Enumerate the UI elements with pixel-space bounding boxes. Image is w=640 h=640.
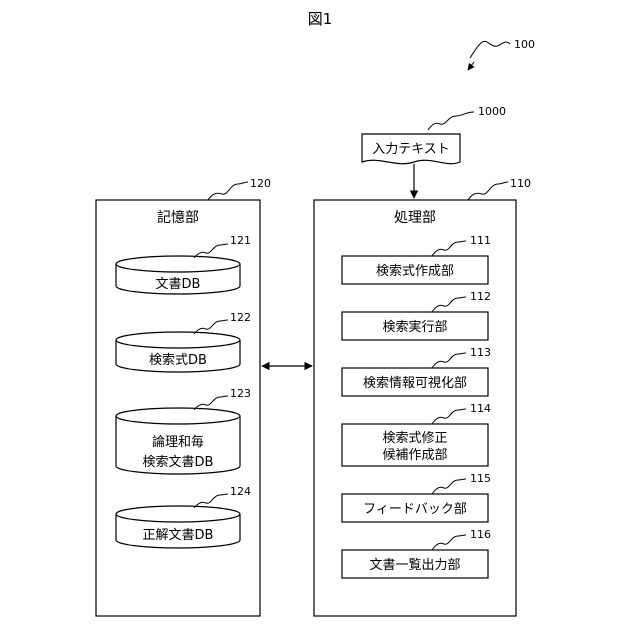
ref-leader-120 bbox=[208, 182, 248, 200]
ref-label-110: 110 bbox=[510, 177, 531, 190]
ref-arrow-100 bbox=[468, 62, 474, 70]
storage-title: 記憶部 bbox=[157, 209, 199, 226]
unit-ref: 111 bbox=[470, 234, 491, 247]
unit-ref: 112 bbox=[470, 290, 491, 303]
figure-title: 図1 bbox=[308, 10, 333, 28]
ref-leader-110 bbox=[468, 182, 508, 200]
db-label: 文書DB bbox=[156, 277, 201, 292]
db-ref: 124 bbox=[230, 485, 251, 498]
db-label: 正解文書DB bbox=[143, 528, 214, 543]
unit-label: フィードバック部 bbox=[363, 502, 467, 517]
ref-leader-1000 bbox=[428, 112, 474, 130]
db-ref: 121 bbox=[230, 234, 251, 247]
unit-ref: 116 bbox=[470, 528, 491, 541]
db-label: 検索式DB bbox=[149, 353, 207, 368]
db-ref: 123 bbox=[230, 387, 251, 400]
ref-label-120: 120 bbox=[250, 177, 271, 190]
unit-label: 検索式作成部 bbox=[376, 264, 454, 279]
unit-ref: 114 bbox=[470, 402, 491, 415]
db-label: 検索文書DB bbox=[143, 455, 214, 470]
ref-leader-100 bbox=[470, 41, 510, 58]
unit-label: 検索実行部 bbox=[382, 319, 447, 335]
db-label: 論理和毎 bbox=[152, 434, 204, 450]
unit-label: 検索情報可視化部 bbox=[363, 376, 467, 391]
ref-label-1000: 1000 bbox=[478, 105, 506, 118]
unit-ref: 115 bbox=[470, 472, 491, 485]
unit-label: 文書一覧出力部 bbox=[369, 557, 460, 573]
unit-label: 検索式修正 bbox=[382, 431, 447, 446]
input-text-label: 入力テキスト bbox=[372, 142, 450, 157]
ref-label-100: 100 bbox=[514, 38, 535, 51]
processing-title: 処理部 bbox=[394, 210, 436, 226]
unit-ref: 113 bbox=[470, 346, 491, 359]
db-ref: 122 bbox=[230, 311, 251, 324]
unit-label: 候補作成部 bbox=[382, 448, 447, 463]
